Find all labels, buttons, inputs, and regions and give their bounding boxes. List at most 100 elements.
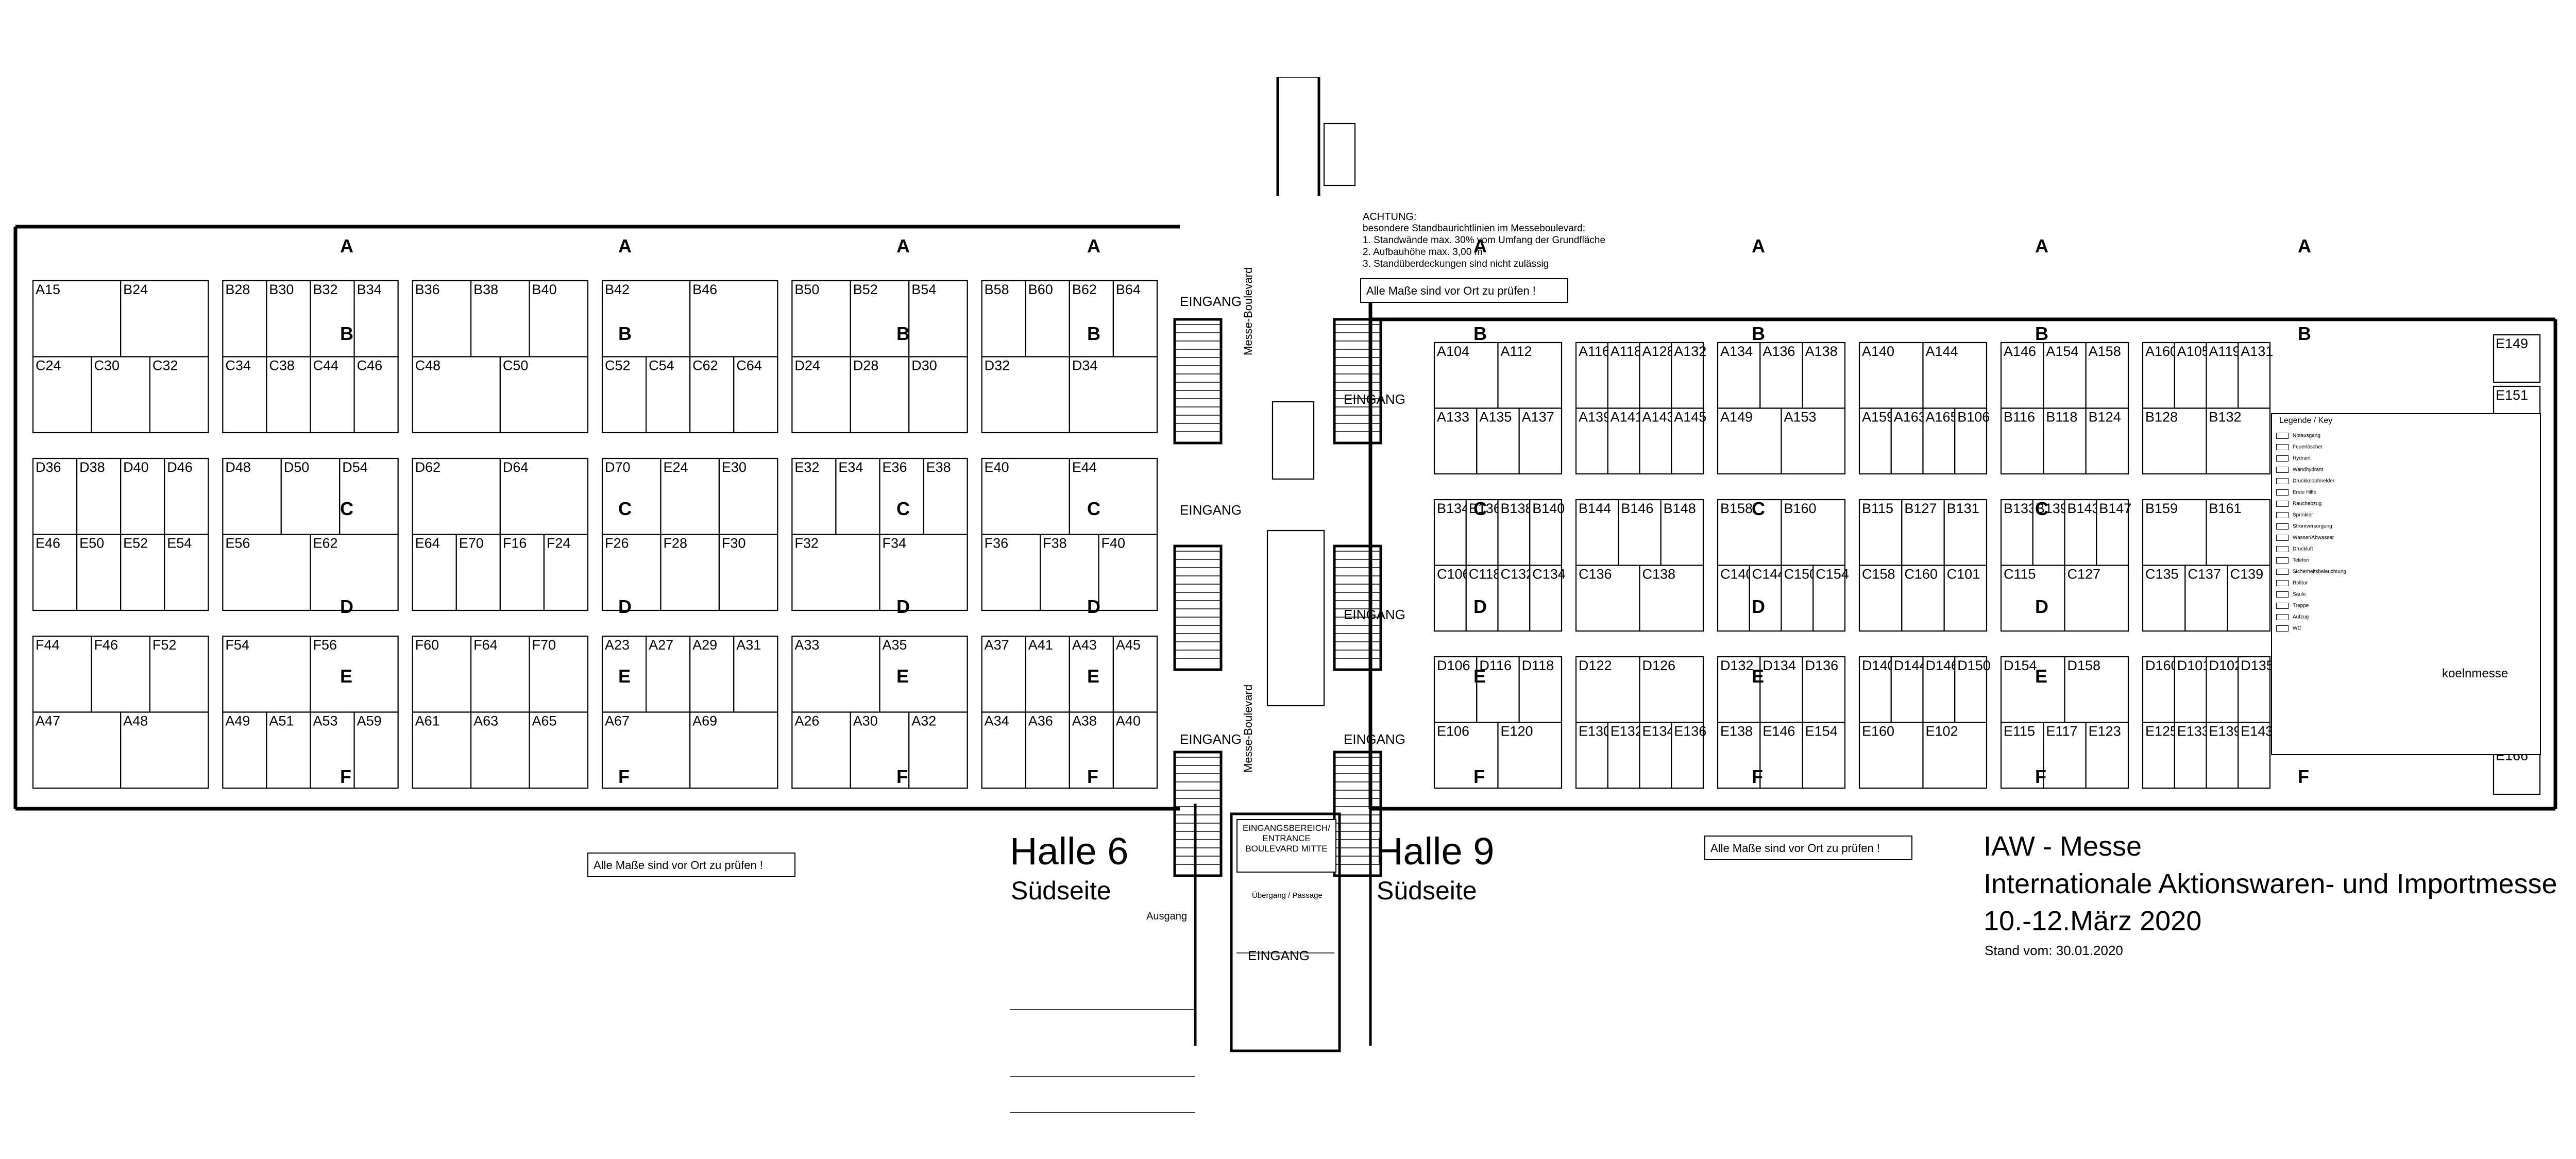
booth (1802, 722, 1846, 789)
booth (266, 356, 311, 434)
booth-number: E133 (2177, 724, 2210, 739)
hall-walls (13, 77, 2557, 1113)
booth (1781, 565, 1814, 632)
booth-number: C106 (1437, 567, 1470, 582)
entrance-label: EINGANG (1344, 731, 1405, 747)
booth (1098, 534, 1158, 611)
booth (222, 457, 282, 535)
booth-number: A145 (1674, 410, 1706, 425)
booth-number: C32 (152, 358, 178, 373)
structures (1173, 318, 1382, 1052)
aisle-letter: A (1087, 235, 1100, 257)
booth-number: D62 (415, 459, 441, 475)
booth (470, 635, 530, 713)
booth (601, 356, 647, 434)
booth (1660, 499, 1704, 566)
booth (529, 635, 589, 713)
booth (1890, 407, 1924, 475)
booth-number: E139 (2209, 724, 2242, 739)
booth-number: D154 (2004, 658, 2037, 673)
booth-number: E40 (985, 459, 1009, 475)
booth (310, 635, 399, 713)
booth-number: A33 (794, 637, 819, 653)
legend-label: Wasser/Abwasser (2293, 535, 2334, 541)
booth (923, 457, 968, 535)
booth-number: B60 (1028, 282, 1053, 297)
entrance-label: EINGANG (1180, 294, 1242, 309)
hall9-title: Halle 9 (1376, 830, 1495, 873)
achtung-line-2: 1. Standwände max. 30% vom Umfang der Gr… (1363, 235, 1606, 246)
booth (1575, 407, 1608, 475)
booth-number: D144 (1894, 658, 1927, 673)
booth-number: A31 (736, 637, 761, 653)
booth-number: D150 (1957, 658, 1991, 673)
aisle-letter: A (2035, 235, 2048, 257)
booth-number: E52 (123, 536, 148, 551)
booth (1607, 342, 1640, 409)
booth (120, 534, 165, 611)
booth-number: D32 (985, 358, 1010, 373)
booth (1575, 565, 1640, 632)
booth-number: C101 (1947, 567, 1980, 582)
booth-number: B50 (794, 282, 819, 297)
booth (2000, 722, 2044, 789)
aisle-letter: E (1752, 666, 1764, 687)
booth (1607, 722, 1640, 789)
booth-number: E56 (225, 536, 250, 551)
booth-number: A159 (1862, 410, 1894, 425)
booth-number: A136 (1762, 344, 1795, 359)
booth-number: B131 (1947, 501, 1979, 516)
booth-number: B146 (1621, 501, 1653, 516)
booth-number: C62 (692, 358, 718, 373)
booth (412, 356, 501, 434)
booth (645, 356, 691, 434)
booth (2096, 499, 2129, 566)
booth (32, 711, 122, 789)
entrance-label: EINGANG (1344, 391, 1405, 407)
booth-number: D146 (1926, 658, 1959, 673)
booth-number: B30 (269, 282, 294, 297)
booth-number: A40 (1116, 713, 1141, 729)
booth-number: A43 (1072, 637, 1097, 653)
booth (1069, 280, 1114, 357)
boulevard-label: Messe-Boulevard (1242, 267, 1255, 355)
aisle-letter: A (1752, 235, 1765, 257)
legend-row: Stromversorgung (2276, 523, 2534, 532)
booth-number: A105 (2177, 344, 2210, 359)
achtung-title: ACHTUNG: (1363, 211, 1417, 223)
booth (1858, 565, 1903, 632)
booth-number: B24 (123, 282, 148, 297)
legend-symbol-icon (2276, 444, 2289, 450)
booth (2085, 407, 2129, 475)
booth-number: F30 (722, 536, 746, 551)
booth-number: F40 (1101, 536, 1126, 551)
booth-number: A26 (794, 713, 819, 729)
fair-long-title: Internationale Aktionswaren- und Importm… (1984, 868, 2557, 899)
booth (1639, 407, 1672, 475)
booth-number: B118 (2046, 410, 2077, 425)
booth (2238, 342, 2271, 409)
booth-number: D54 (342, 459, 368, 475)
booth-number: A144 (1926, 344, 1958, 359)
booth-number: C44 (313, 358, 339, 373)
booth-number: E50 (79, 536, 104, 551)
entrance-label: EINGANG (1248, 948, 1310, 963)
booth-number: E115 (2004, 724, 2035, 739)
booth (1069, 635, 1114, 713)
booth (2000, 656, 2065, 723)
booth-number: D134 (1762, 658, 1796, 673)
booth-number: B52 (853, 282, 878, 297)
exit-label: Ausgang (1146, 911, 1187, 922)
booth (981, 457, 1070, 535)
aisle-letter: F (340, 766, 351, 787)
legend-label: Erste Hilfe (2293, 489, 2317, 496)
booth-number: A141 (1611, 410, 1643, 425)
hall6-side: Südseite (1011, 876, 1111, 905)
booth-number: E38 (926, 459, 951, 475)
booth-number: A29 (692, 637, 717, 653)
booth-number: E146 (1762, 724, 1795, 739)
booth (149, 635, 209, 713)
fair-dates: 10.-12.März 2020 (1984, 906, 2202, 936)
